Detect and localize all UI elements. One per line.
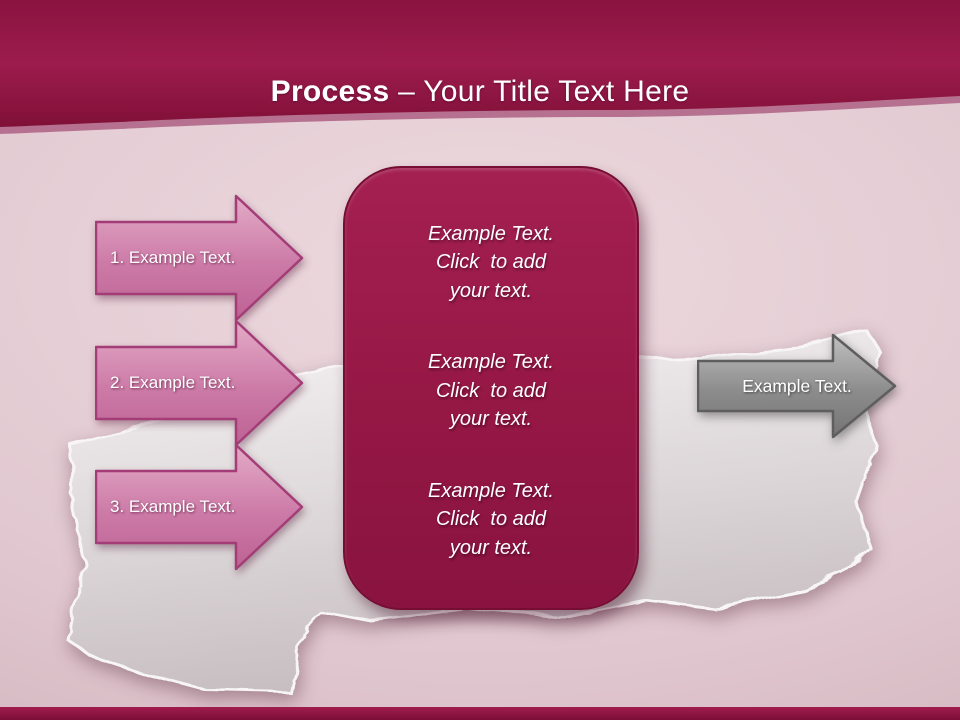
step-arrow-1[interactable]: 1. Example Text. (95, 193, 305, 323)
flow-arrow-label: Example Text. (742, 375, 852, 396)
text-block-2[interactable]: Example Text. Click to add your text. (361, 348, 621, 433)
text-line: your text. (449, 279, 533, 302)
center-text-box[interactable]: Example Text. Click to add your text. Ex… (343, 166, 639, 610)
text-block-1[interactable]: Example Text. Click to add your text. (361, 220, 621, 305)
step-label: 3. Example Text. (110, 497, 236, 516)
text-line: Click to add (435, 379, 547, 402)
step-label: 1. Example Text. (110, 248, 236, 267)
page-title[interactable]: Process – Your Title Text Here (0, 74, 960, 110)
text-line: Example Text. (428, 479, 554, 502)
title-band (0, 0, 960, 134)
text-line: your text. (449, 408, 533, 431)
text-line: your text. (449, 536, 533, 559)
step-arrow-2[interactable]: 2. Example Text. (95, 318, 305, 448)
text-line: Example Text. (428, 223, 554, 245)
page-title-rest: – Your Title Text Here (389, 75, 690, 109)
arrow-right-icon (95, 194, 304, 322)
step-arrow-3[interactable]: 3. Example Text. (95, 442, 305, 572)
step-label: 2. Example Text. (110, 373, 236, 392)
text-line: Click to add (435, 508, 547, 531)
footer-bar (0, 707, 960, 720)
text-block-3[interactable]: Example Text. Click to add your text. (361, 477, 621, 562)
text-line: Click to add (435, 251, 547, 274)
text-line: Example Text. (428, 351, 554, 374)
flow-arrow[interactable]: Example Text. (697, 333, 897, 439)
page-title-bold: Process (270, 75, 390, 109)
